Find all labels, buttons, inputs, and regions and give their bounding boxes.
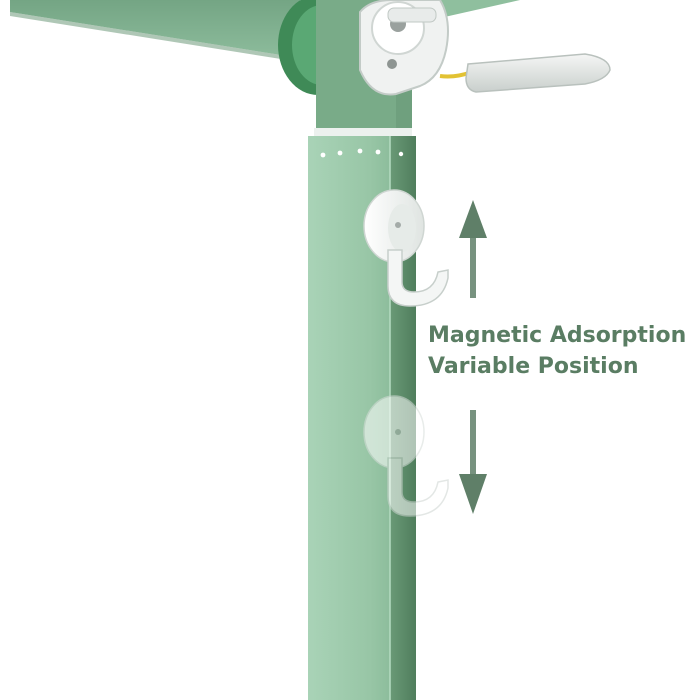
pole-hole (320, 152, 326, 158)
feature-caption: Magnetic Adsorption Variable Position (428, 320, 700, 382)
hook-upper-arm (387, 249, 449, 307)
hook-lower-arm (387, 457, 449, 517)
pole-joint-band (314, 128, 412, 138)
pole-adjustment-holes (320, 148, 404, 158)
crank-lever (387, 7, 437, 23)
arrow-up-icon (459, 200, 487, 298)
canopy-arm (10, 0, 300, 58)
canopy-arm-right (430, 0, 520, 18)
pole-hole (337, 150, 343, 156)
crank-screw (387, 59, 397, 69)
hook-upper-base-shadow (388, 204, 416, 252)
hook-lower-ghost (363, 395, 449, 517)
pole-hole (375, 149, 381, 155)
hook-lower-screw (395, 429, 401, 435)
hook-upper-screw (395, 222, 401, 228)
caption-line-1: Magnetic Adsorption (428, 323, 687, 348)
hook-upper (363, 189, 449, 307)
crank-handle (465, 53, 611, 93)
pole-hole (398, 151, 404, 157)
hook-lower-base (363, 395, 425, 469)
canopy-arm-edge (10, 12, 300, 62)
arrow-down-icon (459, 410, 487, 514)
caption-line-2: Variable Position (428, 354, 639, 379)
pole-hole (357, 148, 363, 154)
